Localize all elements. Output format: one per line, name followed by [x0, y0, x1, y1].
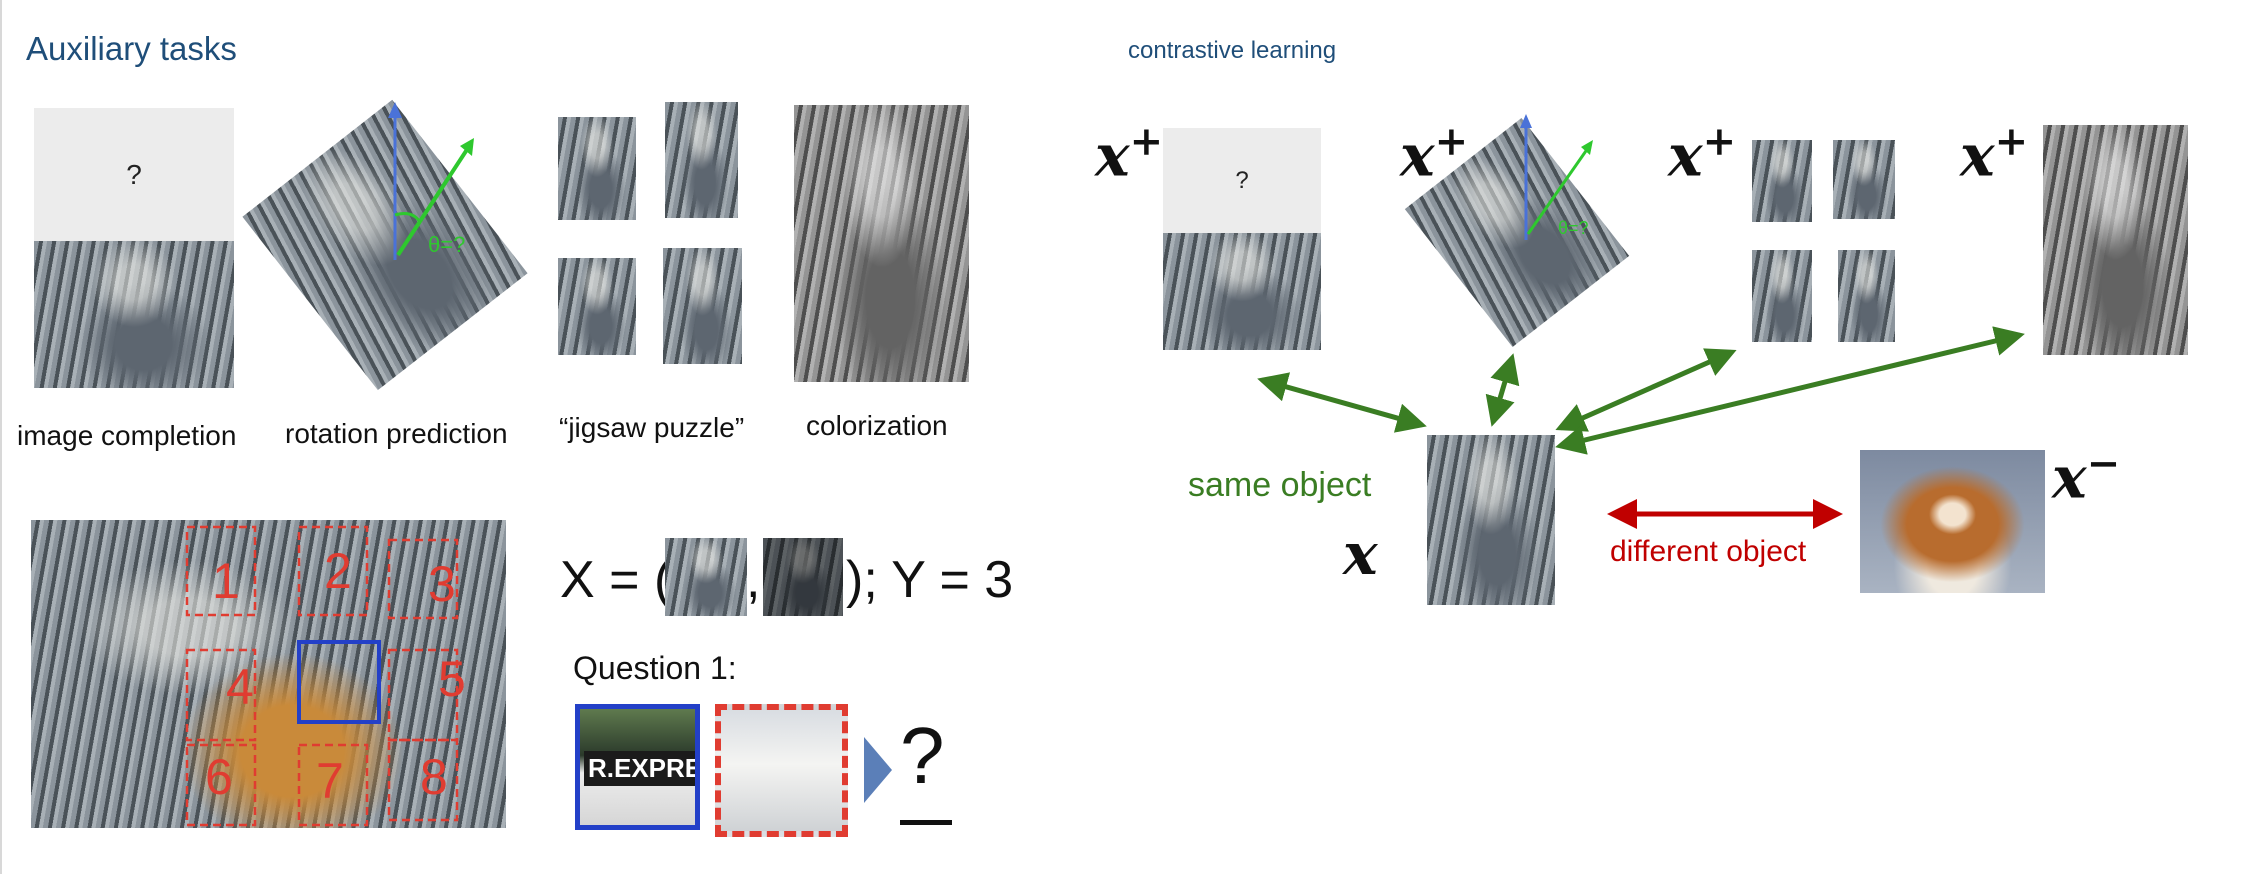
- positive-label-3: x+: [1668, 118, 1736, 189]
- question-label: Question 1:: [573, 650, 737, 686]
- formula-x-prefix: X = (: [560, 551, 672, 609]
- grid-number-7: 7: [316, 753, 344, 809]
- positive-cat-bottom-half: [1163, 233, 1321, 350]
- positive-label-1: x+: [1095, 118, 1163, 189]
- negative-sup: −: [2086, 440, 2121, 487]
- negative-puppy-image: [1860, 450, 2045, 593]
- jigsaw-piece-2: [665, 102, 738, 218]
- masked-question-mark: ?: [126, 158, 142, 190]
- relative-position-grid: [185, 525, 459, 827]
- formula-patch-neighbor: [763, 538, 843, 616]
- positive-theta-label: θ=?: [1558, 218, 1589, 238]
- grid-number-8: 8: [420, 749, 448, 805]
- answer-question-mark: ?: [900, 711, 945, 800]
- grid-number-4: 4: [226, 659, 254, 715]
- negative-label: x−: [2052, 440, 2120, 511]
- masked-region: ?: [34, 108, 234, 241]
- slide-title: Auxiliary tasks: [26, 30, 237, 67]
- grid-number-2: 2: [324, 543, 352, 599]
- anchor-label: x: [1343, 520, 1378, 588]
- positive-rotation-arrows-icon: [1520, 114, 1593, 240]
- positive-x-4: x: [1960, 121, 1995, 190]
- play-arrow-icon: [864, 737, 892, 803]
- same-object-label: same object: [1188, 466, 1372, 504]
- formula-y-suffix: ); Y = 3: [846, 551, 1014, 609]
- positive-gray-cat: [2043, 125, 2188, 355]
- grid-number-3: 3: [428, 556, 456, 612]
- positive-x-1: x: [1095, 121, 1130, 190]
- arrow-anchor-to-rotation: [1485, 353, 1520, 427]
- grid-number-6: 6: [205, 749, 233, 805]
- positive-completion-figure: ?: [1163, 128, 1321, 350]
- positive-label-2: x+: [1400, 118, 1468, 189]
- arrow-anchor-to-jigsaw: [1555, 348, 1737, 432]
- grid-number-1: 1: [212, 553, 240, 609]
- arrow-anchor-to-colorization: [1555, 326, 2025, 455]
- contrastive-learning-title: contrastive learning: [1128, 37, 1337, 64]
- formula-patch-center: [665, 538, 747, 616]
- relative-position-cat-image: [31, 520, 506, 828]
- positive-masked-region: ?: [1163, 128, 1321, 233]
- positive-sup-2: +: [1434, 118, 1469, 165]
- positive-sup-4: +: [1994, 118, 2029, 165]
- caption-rotation-prediction: rotation prediction: [285, 418, 508, 449]
- jigsaw-piece-4: [663, 248, 742, 364]
- colorization-gray-cat-image: [794, 105, 969, 382]
- positive-sup-1: +: [1129, 118, 1164, 165]
- caption-jigsaw-puzzle: “jigsaw puzzle”: [559, 412, 745, 443]
- jigsaw-piece-1: [558, 117, 636, 220]
- positive-label-4: x+: [1960, 118, 2028, 189]
- positive-x-2: x: [1400, 121, 1435, 190]
- formula-comma: ,: [746, 551, 761, 609]
- answer-underline: [900, 820, 952, 825]
- positive-jigsaw-piece-1: [1752, 140, 1812, 222]
- positive-sup-3: +: [1702, 118, 1737, 165]
- different-object-label: different object: [1610, 535, 1807, 568]
- jigsaw-piece-3: [558, 258, 636, 355]
- question-patch-blue: R.EXPRESS: [575, 704, 700, 830]
- positive-x-3: x: [1668, 121, 1703, 190]
- question-patch-red-dashed: [715, 704, 848, 837]
- caption-colorization: colorization: [806, 410, 948, 441]
- arrow-anchor-to-completion: [1257, 372, 1427, 433]
- rotation-theta-label: θ=?: [428, 232, 466, 257]
- positive-masked-question: ?: [1235, 166, 1249, 194]
- grid-number-5: 5: [438, 651, 466, 707]
- slide-left-border: [0, 0, 2, 874]
- express-text: R.EXPRESS: [584, 751, 695, 786]
- rotation-arrows-icon: [388, 102, 474, 260]
- anchor-cat-image: [1427, 435, 1555, 605]
- negative-x: x: [2052, 443, 2087, 512]
- image-completion-figure: ?: [34, 108, 234, 388]
- positive-jigsaw-piece-2: [1833, 140, 1895, 219]
- cat-image-bottom-half: [34, 241, 234, 388]
- caption-image-completion: image completion: [17, 420, 237, 451]
